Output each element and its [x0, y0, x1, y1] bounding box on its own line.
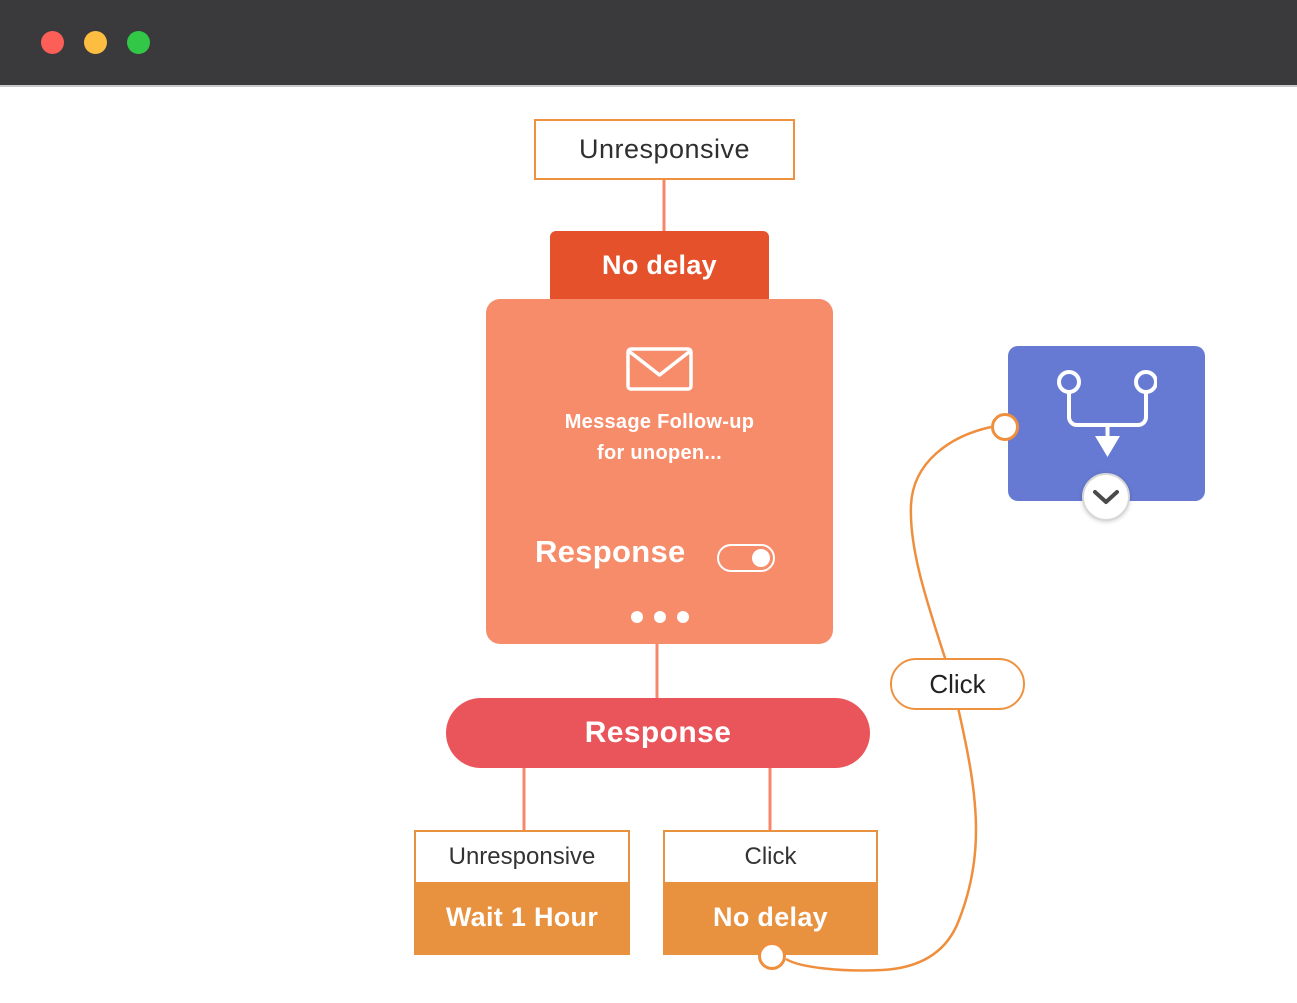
branch-right-condition: Click — [665, 832, 876, 882]
minimize-button[interactable] — [84, 31, 107, 54]
message-node-title-line2: for unopen... — [597, 442, 722, 464]
merge-branch-icon — [1057, 370, 1157, 457]
message-node-title: Message Follow-up for unopen... — [486, 407, 833, 469]
merge-expand-button[interactable] — [1082, 473, 1130, 521]
merge-node[interactable] — [1008, 346, 1205, 521]
merge-node-input-port[interactable] — [991, 413, 1019, 441]
response-toggle-label: Response — [535, 534, 686, 569]
branch-left-condition: Unresponsive — [416, 832, 628, 882]
branch-right-delay-label: No delay — [713, 902, 828, 932]
response-toggle[interactable] — [717, 544, 775, 572]
zoom-button[interactable] — [127, 31, 150, 54]
chevron-down-icon — [1093, 490, 1119, 504]
dot — [676, 611, 689, 623]
root-delay-box[interactable]: No delay — [550, 231, 769, 299]
dot — [630, 611, 643, 623]
connection-label-pill[interactable]: Click — [890, 658, 1025, 710]
branch-left-delay: Wait 1 Hour — [416, 882, 628, 953]
response-toggle-knob — [752, 549, 770, 567]
branch-left-condition-label: Unresponsive — [448, 843, 596, 870]
branch-left-node[interactable]: Unresponsive Wait 1 Hour — [414, 830, 630, 955]
titlebar — [0, 0, 1297, 87]
envelope-icon — [626, 347, 693, 391]
close-button[interactable] — [41, 31, 64, 54]
branch-right-node[interactable]: Click No delay — [663, 830, 878, 955]
decision-pill[interactable]: Response — [446, 698, 870, 768]
branch-left-delay-label: Wait 1 Hour — [445, 902, 599, 932]
message-node-title-line1: Message Follow-up — [564, 411, 755, 433]
branch-right-output-port[interactable] — [758, 942, 786, 970]
root-condition-box[interactable]: Unresponsive — [534, 119, 795, 180]
root-delay-label: No delay — [602, 249, 717, 280]
connection-label: Click — [929, 668, 986, 699]
dot — [653, 611, 666, 623]
decision-label: Response — [584, 716, 732, 749]
root-condition-label: Unresponsive — [578, 134, 751, 164]
message-node-card[interactable]: Message Follow-up for unopen... Response — [486, 299, 833, 644]
card-options-dots[interactable] — [486, 611, 833, 623]
branch-right-condition-label: Click — [744, 843, 797, 870]
